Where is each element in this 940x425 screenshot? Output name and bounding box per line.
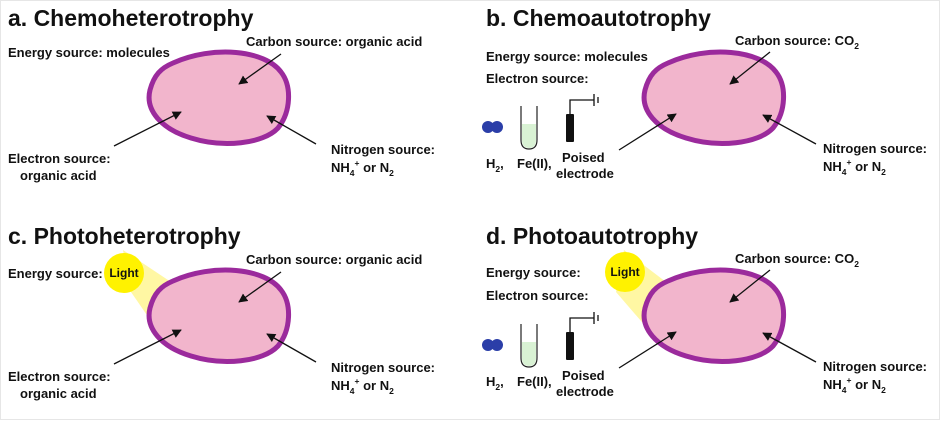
panel-photoautotrophy: d. Photoautotrophy Energy source: Electr…	[482, 223, 927, 399]
panel-a-carbon-arrow	[238, 53, 282, 85]
panel-c-nitrogen-arrow	[266, 333, 317, 363]
panel-b-iron-label: Fe(II),	[517, 156, 552, 171]
panel-d-carbon-arrow	[729, 269, 771, 303]
panel-d-energy-label: Energy source:	[486, 265, 581, 280]
panel-b-title: b. Chemoautotrophy	[486, 5, 711, 31]
panel-c-carbon-label: Carbon source: organic acid	[246, 252, 422, 267]
panel-a-electron-value: organic acid	[20, 168, 97, 183]
panel-d-electron-label: Electron source:	[486, 288, 589, 303]
panel-chemoheterotrophy: a. Chemoheterotrophy Energy source: mole…	[8, 5, 435, 183]
panel-d-nitrogen-arrow	[762, 332, 817, 363]
panel-d-electrode-icon	[566, 312, 599, 360]
panel-b-carbon-label: Carbon source: CO2	[735, 33, 859, 51]
panel-b-electrode-icon	[566, 94, 599, 142]
panel-a-nitrogen-arrow	[266, 115, 317, 145]
panel-b-nitrogen-label: Nitrogen source:	[823, 141, 927, 156]
panel-b-electron-label: Electron source:	[486, 71, 589, 86]
panel-c-title: c. Photoheterotrophy	[8, 223, 241, 249]
panel-b-carbon-arrow	[729, 51, 771, 85]
panel-d-hydrogen-icon	[482, 339, 503, 351]
panel-d-electrode-label: electrode	[556, 384, 614, 399]
panel-c-carbon-arrow	[238, 271, 282, 303]
panel-photoheterotrophy: c. Photoheterotrophy Energy source: Carb…	[8, 223, 435, 401]
panel-a-electron-arrow	[113, 111, 182, 147]
panel-a-cell	[149, 52, 288, 143]
panel-d-nitrogen-label: Nitrogen source:	[823, 359, 927, 374]
panel-a-nitrogen-label: Nitrogen source:	[331, 142, 435, 157]
panel-d-test-tube-icon	[520, 324, 538, 368]
panel-d-cell	[644, 270, 783, 361]
panel-b-hydrogen-icon	[482, 121, 503, 133]
panel-c-electron-label: Electron source:	[8, 369, 111, 384]
panel-c-electron-arrow	[113, 329, 182, 365]
panel-a-electron-label: Electron source:	[8, 151, 111, 166]
panel-c-nitrogen-label: Nitrogen source:	[331, 360, 435, 375]
panel-b-nitrogen-arrow	[762, 114, 817, 145]
panel-a-nitrogen-compounds: NH4+ or N2	[331, 158, 394, 178]
panel-c-light-label: Light	[109, 266, 138, 280]
panel-d-hydrogen-label: H2,	[486, 374, 504, 392]
panel-b-electrode-label: electrode	[556, 166, 614, 181]
panel-b-energy-label: Energy source: molecules	[486, 49, 648, 64]
panel-b-hydrogen-label: H2,	[486, 156, 504, 174]
panel-d-iron-label: Fe(II),	[517, 374, 552, 389]
panel-d-electron-arrow	[618, 331, 677, 369]
panel-d-nitrogen-compounds: NH4+ or N2	[823, 375, 886, 395]
panel-d-light-icon	[605, 252, 645, 292]
panel-chemoautotrophy: b. Chemoautotrophy Energy source: molecu…	[482, 5, 927, 181]
panel-c-nitrogen-compounds: NH4+ or N2	[331, 376, 394, 396]
panel-d-title: d. Photoautotrophy	[486, 223, 698, 249]
panel-b-cell	[644, 52, 783, 143]
panel-c-cell	[149, 270, 288, 361]
panel-d-carbon-label: Carbon source: CO2	[735, 251, 859, 269]
panel-c-electron-value: organic acid	[20, 386, 97, 401]
panel-b-poised-label: Poised	[562, 150, 605, 165]
panel-d-poised-label: Poised	[562, 368, 605, 383]
panel-a-title: a. Chemoheterotrophy	[8, 5, 254, 31]
panel-d-light-label: Light	[610, 265, 639, 279]
panel-c-energy-label: Energy source:	[8, 266, 103, 281]
panel-b-test-tube-icon	[520, 106, 538, 150]
panel-b-nitrogen-compounds: NH4+ or N2	[823, 157, 886, 177]
panel-a-carbon-label: Carbon source: organic acid	[246, 34, 422, 49]
panel-a-energy-label: Energy source: molecules	[8, 45, 170, 60]
panel-c-light-icon	[104, 253, 144, 293]
panel-b-electron-arrow	[618, 113, 677, 151]
